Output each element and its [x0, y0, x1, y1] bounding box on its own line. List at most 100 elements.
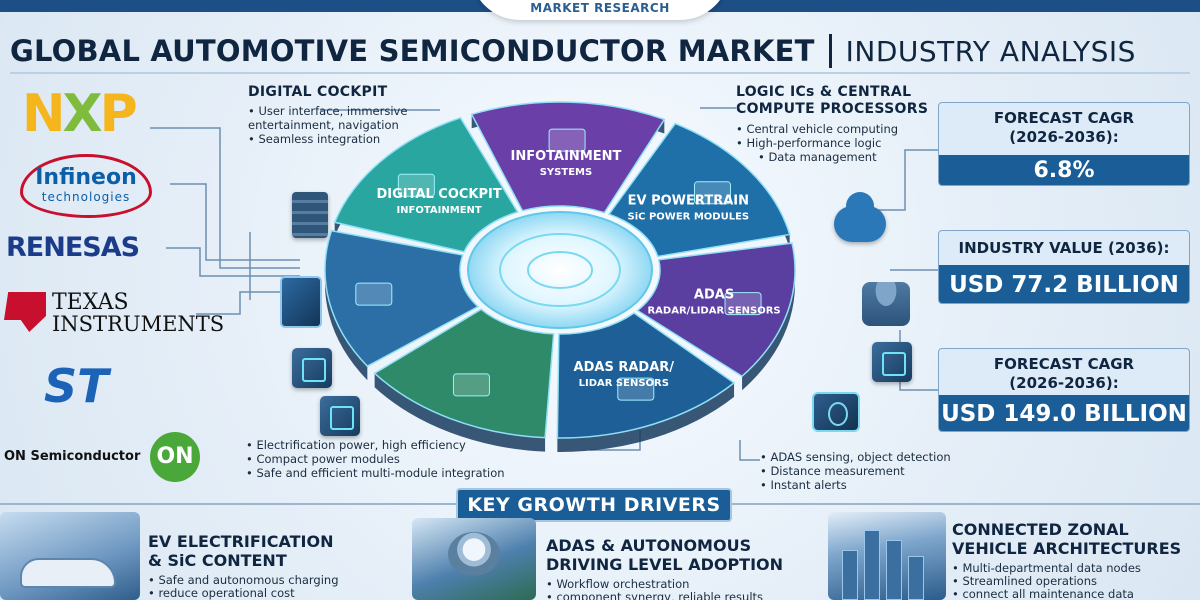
nxp-letter-p: P — [99, 84, 138, 144]
stat-label-line: (2026-2036): — [1009, 128, 1119, 146]
building-icon — [886, 540, 902, 600]
infineon-logo: Infineon technologies — [20, 154, 152, 218]
chip-icon — [320, 396, 360, 436]
cloud-icon — [834, 192, 886, 242]
list-item: High-performance logic — [736, 136, 946, 150]
wheel-segment-edge — [742, 243, 795, 391]
wheel-segment — [556, 312, 736, 439]
list-item: Streamlined operations — [952, 575, 1197, 588]
driver-heading: & SiC CONTENT — [148, 551, 287, 570]
wheel-segment — [324, 229, 480, 368]
list-item: Multi-departmental data nodes — [952, 562, 1197, 575]
list-item: ADAS sensing, object detection — [760, 450, 980, 464]
segment-device-icon — [617, 377, 655, 401]
segment-wheel: DIGITAL COCKPITINFOTAINMENTINFOTAINMENTS… — [324, 101, 796, 452]
wheel-segment-label: INFOTAINMENT — [396, 205, 481, 216]
stat-label: INDUSTRY VALUE (2036): — [958, 239, 1170, 257]
chip-icon — [292, 348, 332, 388]
list-item: Compact power modules — [246, 452, 546, 466]
callout-digital-cockpit: DIGITAL COCKPIT User interface, immersiv… — [248, 84, 458, 146]
hub-ring-outer — [499, 233, 621, 307]
ti-line-2: INSTRUMENTS — [52, 312, 225, 336]
stat-label-line: (2026-2036): — [1009, 374, 1119, 392]
driver-heading: ADAS & AUTONOMOUS — [546, 536, 752, 555]
wheel-segment-label: ADAS — [694, 287, 734, 302]
driver-heading: DRIVING LEVEL ADOPTION — [546, 555, 784, 574]
stat-label: FORECAST CAGR (2026-2036): — [939, 349, 1189, 395]
callout-ev-powertrain: Electrification power, high efficiency C… — [246, 434, 546, 480]
wheel-segment-label: ADAS RADAR/ — [574, 360, 675, 375]
ev-charging-image — [0, 512, 140, 600]
callout-heading: COMPUTE PROCESSORS — [736, 101, 929, 117]
wheel-segment — [607, 122, 791, 258]
infineon-wordmark: Infineon — [35, 165, 137, 190]
list-item: component synergy, reliable results — [546, 591, 816, 600]
st-logo: ST — [44, 359, 109, 413]
nxp-logo: NXP — [22, 86, 152, 142]
wheel-segments — [324, 101, 796, 452]
list-item: Safe and efficient multi-module integrat… — [246, 466, 546, 480]
renesas-logo: RENESAS — [6, 232, 140, 263]
hub-ring-inner — [527, 251, 593, 289]
segment-device-icon — [724, 292, 762, 316]
onsemi-wordmark: ON Semiconductor — [4, 449, 141, 464]
callout-heading: DIGITAL COCKPIT — [248, 84, 388, 100]
list-item: Seamless integration — [248, 132, 458, 146]
stat-label-line: FORECAST CAGR — [993, 109, 1135, 127]
callout-heading: LOGIC ICs & CENTRAL — [736, 84, 912, 100]
stat-value: USD 149.0 BILLION — [939, 395, 1189, 431]
list-item: Instant alerts — [760, 478, 980, 492]
segment-device-icon — [397, 173, 435, 197]
key-growth-drivers-heading: KEY GROWTH DRIVERS — [456, 488, 732, 522]
driver-heading: EV ELECTRIFICATION — [148, 532, 334, 551]
list-item: reduce operational cost — [148, 587, 388, 600]
stat-forecast-cagr: FORECAST CAGR (2026-2036): 6.8% — [938, 102, 1190, 186]
brand-text: MARKET RESEARCH — [530, 1, 670, 15]
server-icon — [292, 192, 328, 238]
list-item: Safe and autonomous charging — [148, 574, 388, 587]
adas-camera-image — [412, 518, 536, 600]
list-item: Workflow orchestration — [546, 578, 816, 591]
building-icon — [908, 556, 924, 600]
stat-value: 6.8% — [939, 155, 1189, 185]
list-item: Data management — [736, 150, 946, 164]
driver-heading: CONNECTED ZONAL — [952, 520, 1129, 539]
page-title: GLOBAL AUTOMOTIVE SEMICONDUCTOR MARKET — [10, 34, 815, 68]
fingerprint-icon — [812, 392, 860, 432]
car-icon — [20, 558, 116, 588]
stat-label-line: FORECAST CAGR — [993, 355, 1135, 373]
driver-adas-autonomous: ADAS & AUTONOMOUS DRIVING LEVEL ADOPTION… — [546, 536, 816, 600]
stat-value: USD 77.2 BILLION — [939, 265, 1189, 303]
page-subtitle: INDUSTRY ANALYSIS — [845, 34, 1136, 68]
on-semiconductor-logo: ON Semiconductor ON — [4, 430, 200, 484]
wheel-segment-edge — [557, 382, 735, 452]
segment-device-icon — [548, 128, 586, 152]
wheel-segment-label: SYSTEMS — [540, 167, 592, 178]
segment-device-icon — [693, 181, 731, 205]
brand-tab: MARKET RESEARCH — [470, 0, 730, 20]
nxp-letter-n: N — [22, 84, 65, 144]
stat-forecast-value: FORECAST CAGR (2026-2036): USD 149.0 BIL… — [938, 348, 1190, 432]
wheel-segment-label: SiC POWER MODULES — [628, 212, 750, 223]
list-item: Central vehicle computing — [736, 122, 946, 136]
segment-device-icon — [452, 373, 490, 397]
nxp-letter-x: X — [62, 84, 103, 144]
chip-icon — [872, 342, 912, 382]
building-icon — [842, 550, 858, 600]
wheel-segment-label: DIGITAL COCKPIT — [376, 187, 501, 202]
onsemi-badge: ON — [150, 432, 200, 482]
tablet-icon — [280, 276, 322, 328]
stat-industry-value: INDUSTRY VALUE (2036): USD 77.2 BILLION — [938, 230, 1190, 304]
infineon-tagline: technologies — [41, 190, 131, 204]
list-item: Electrification power, high efficiency — [246, 438, 546, 452]
driver-heading: VEHICLE ARCHITECTURES — [952, 539, 1182, 558]
wheel-segment — [470, 101, 666, 214]
database-icon — [862, 282, 910, 326]
wheel-segment-label: LIDAR SENSORS — [579, 378, 669, 389]
wheel-segment — [636, 242, 796, 378]
wheel-hub — [467, 211, 653, 329]
ti-line-1: TEXAS — [52, 290, 129, 315]
wheel-segment-label: RADAR/LIDAR SENSORS — [647, 305, 780, 316]
list-item: Distance measurement — [760, 464, 980, 478]
wheel-segment-label: EV POWERTRAIN — [628, 194, 749, 209]
